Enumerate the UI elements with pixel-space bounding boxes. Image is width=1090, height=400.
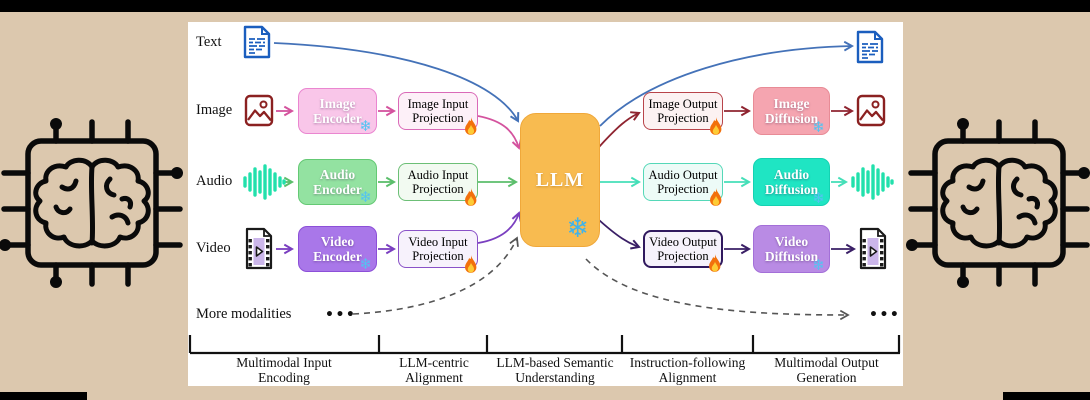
video-filmstrip-icon bbox=[859, 227, 887, 270]
text-document-icon bbox=[243, 25, 271, 59]
image-encoder-box: Image Encoder ❄ bbox=[298, 88, 377, 136]
image-output-projection-box: Image Output Projection bbox=[643, 92, 723, 135]
row-label-more-modalities: More modalities bbox=[196, 306, 292, 322]
row-label-text: Text bbox=[196, 34, 222, 50]
fire-icon bbox=[465, 117, 477, 135]
arrow-imageproj-to-llm bbox=[477, 115, 522, 150]
snowflake-icon: ❄ bbox=[812, 189, 825, 208]
snowflake-icon: ❄ bbox=[566, 212, 590, 244]
snowflake-icon: ❄ bbox=[359, 188, 372, 207]
audio-waveform-icon bbox=[243, 164, 286, 200]
video-encoder-box: Video Encoder ❄ bbox=[298, 226, 377, 274]
arrow-videoproj-to-llm bbox=[477, 211, 522, 244]
more-modalities-ellipsis: ••• bbox=[325, 307, 357, 323]
fire-icon bbox=[710, 117, 722, 135]
arrow-llm-to-imageproj bbox=[598, 111, 641, 148]
video-filmstrip-icon bbox=[245, 227, 273, 270]
brain-chip-icon bbox=[0, 118, 183, 288]
llm-box: LLM ❄ bbox=[520, 113, 600, 247]
image-picture-icon bbox=[856, 94, 886, 127]
audio-diffusion-box: Audio Diffusion ❄ bbox=[753, 158, 830, 208]
video-output-projection-box: Video Output Projection bbox=[643, 230, 723, 272]
top-black-bar bbox=[0, 0, 1090, 12]
bottom-left-black-bar bbox=[0, 392, 87, 400]
brain-chip-icon bbox=[906, 118, 1090, 288]
image-input-projection-box: Image Input Projection bbox=[398, 92, 478, 135]
video-diffusion-box: Video Diffusion ❄ bbox=[753, 225, 830, 275]
video-input-projection-box: Video Input Projection bbox=[398, 230, 478, 273]
more-modalities-ellipsis-out: ••• bbox=[869, 307, 901, 323]
row-label-image: Image bbox=[196, 102, 233, 118]
bottom-right-black-bar bbox=[1003, 392, 1090, 400]
fire-icon bbox=[710, 188, 722, 206]
audio-input-projection-box: Audio Input Projection bbox=[398, 163, 478, 206]
image-diffusion-box: Image Diffusion ❄ bbox=[753, 87, 830, 137]
snowflake-icon: ❄ bbox=[812, 118, 825, 137]
audio-waveform-icon bbox=[851, 164, 894, 200]
row-label-video: Video bbox=[196, 240, 231, 256]
fire-icon bbox=[465, 255, 477, 273]
text-document-icon bbox=[856, 30, 884, 64]
architecture-diagram-panel: Text Image Audio Video More modalities •… bbox=[188, 22, 903, 386]
snowflake-icon: ❄ bbox=[812, 256, 825, 275]
audio-output-projection-box: Audio Output Projection bbox=[643, 163, 723, 206]
row-label-audio: Audio bbox=[196, 173, 233, 189]
snowflake-icon: ❄ bbox=[359, 255, 372, 274]
snowflake-icon: ❄ bbox=[359, 117, 372, 136]
arrow-llm-to-videoproj bbox=[598, 219, 641, 250]
image-picture-icon bbox=[244, 94, 274, 127]
fire-icon bbox=[465, 188, 477, 206]
fire-icon bbox=[709, 254, 721, 272]
stage-bracket bbox=[188, 335, 901, 355]
audio-encoder-box: Audio Encoder ❄ bbox=[298, 159, 377, 207]
